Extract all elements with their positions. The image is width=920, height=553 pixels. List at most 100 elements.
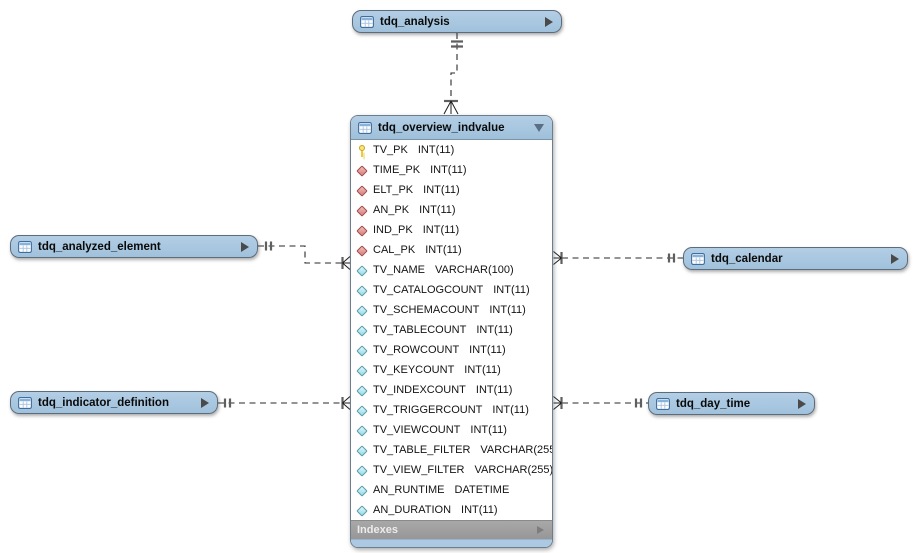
column-icon [357,344,367,356]
table-tdq-analyzed-element[interactable]: tdq_analyzed_element [10,235,258,258]
column-name: TIME_PK [373,164,421,176]
column-name: AN_PK [373,204,410,216]
column-name: TV_VIEWCOUNT [373,424,461,436]
expand-arrow-icon[interactable] [201,397,209,408]
column-type: VARCHAR(255) [480,444,553,456]
table-header[interactable]: tdq_overview_indvalue [351,116,552,140]
column-icon [357,364,367,376]
column-type: INT(11) [425,244,462,256]
table-icon [358,121,372,134]
table-bottom-strip [351,539,552,547]
primary-key-icon [357,144,367,157]
foreign-key-icon [357,204,367,216]
expand-arrow-icon[interactable] [798,398,806,409]
column-icon [357,424,367,436]
crow-foot-right-upper [553,251,562,265]
column-name: TV_PK [373,144,408,156]
column-type: INT(11) [493,284,530,296]
column-type: INT(11) [423,184,460,196]
expand-arrow-icon[interactable] [545,16,553,27]
column-type: INT(11) [476,324,513,336]
column-name: CAL_PK [373,244,416,256]
column-type: INT(11) [470,424,507,436]
column-type: INT(11) [422,224,460,236]
column-icon [357,444,367,456]
column-name: IND_PK [373,224,413,236]
column-icon [357,464,367,476]
table-icon [691,252,705,265]
column-row[interactable]: TV_PK INT(11) [351,140,552,160]
table-title: tdq_overview_indvalue [378,121,505,134]
table-title: tdq_day_time [676,397,751,410]
column-row[interactable]: TV_VIEWCOUNT INT(11) [351,420,552,440]
table-title: tdq_analysis [380,15,450,28]
column-type: INT(11) [419,204,456,216]
column-row[interactable]: TV_CATALOGCOUNT INT(11) [351,280,552,300]
table-tdq-day-time[interactable]: tdq_day_time [648,392,815,415]
table-icon [18,396,32,409]
column-icon [357,384,367,396]
column-icon [357,284,367,296]
column-row[interactable]: TV_TRIGGERCOUNT INT(11) [351,400,552,420]
column-type: INT(11) [492,404,529,416]
column-type: INT(11) [489,304,526,316]
crow-foot-left-lower [342,396,351,410]
column-row[interactable]: AN_PK INT(11) [351,200,552,220]
collapse-arrow-icon[interactable] [534,123,544,132]
table-tdq-indicator-definition[interactable]: tdq_indicator_definition [10,391,218,414]
foreign-key-icon [357,164,367,176]
column-type: DATETIME [454,484,510,496]
crow-foot-right-lower [553,396,562,410]
column-name: TV_TABLECOUNT [373,324,467,336]
foreign-key-icon [357,244,367,256]
column-name: ELT_PK [373,184,414,196]
column-row[interactable]: TV_TABLE_FILTER VARCHAR(255) [351,440,552,460]
column-type: INT(11) [417,144,455,156]
foreign-key-icon [357,224,367,236]
column-row[interactable]: TV_TABLECOUNT INT(11) [351,320,552,340]
column-name: TV_SCHEMACOUNT [373,304,480,316]
column-row[interactable]: ELT_PK INT(11) [351,180,552,200]
column-row[interactable]: TV_VIEW_FILTER VARCHAR(255) [351,460,552,480]
table-icon [360,15,374,28]
column-name: TV_ROWCOUNT [373,344,460,356]
column-name: TV_TABLE_FILTER [373,444,471,456]
table-tdq-analysis[interactable]: tdq_analysis [352,10,562,33]
column-icon [357,484,367,496]
cardinality-one-marks-calendar [667,253,676,263]
cardinality-one-marks-analyzed-element [264,241,273,251]
column-name: TV_INDEXCOUNT [373,384,466,396]
column-icon [357,324,367,336]
indexes-section[interactable]: Indexes [351,520,552,539]
column-row[interactable]: IND_PK INT(11) [351,220,552,240]
column-row[interactable]: AN_RUNTIME DATETIME [351,480,552,500]
relationship-analysis-line [450,33,458,100]
column-row[interactable]: TV_SCHEMACOUNT INT(11) [351,300,552,320]
crow-foot-left-upper [342,256,351,270]
cardinality-one-marks-day-time [634,398,643,408]
indexes-label: Indexes [357,524,398,536]
column-type: INT(11) [464,364,501,376]
column-name: TV_VIEW_FILTER [373,464,465,476]
column-icon [357,264,367,276]
expand-arrow-icon[interactable] [891,253,899,264]
table-tdq-calendar[interactable]: tdq_calendar [683,247,908,270]
column-icon [357,504,367,516]
expand-arrow-icon[interactable] [537,526,544,534]
column-row[interactable]: CAL_PK INT(11) [351,240,552,260]
relationship-analyzed-element-line [258,245,342,264]
column-name: TV_CATALOGCOUNT [373,284,484,296]
column-icon [357,304,367,316]
column-name: TV_TRIGGERCOUNT [373,404,483,416]
column-name: AN_RUNTIME [373,484,445,496]
expand-arrow-icon[interactable] [241,241,249,252]
column-type: VARCHAR(255) [474,464,553,476]
